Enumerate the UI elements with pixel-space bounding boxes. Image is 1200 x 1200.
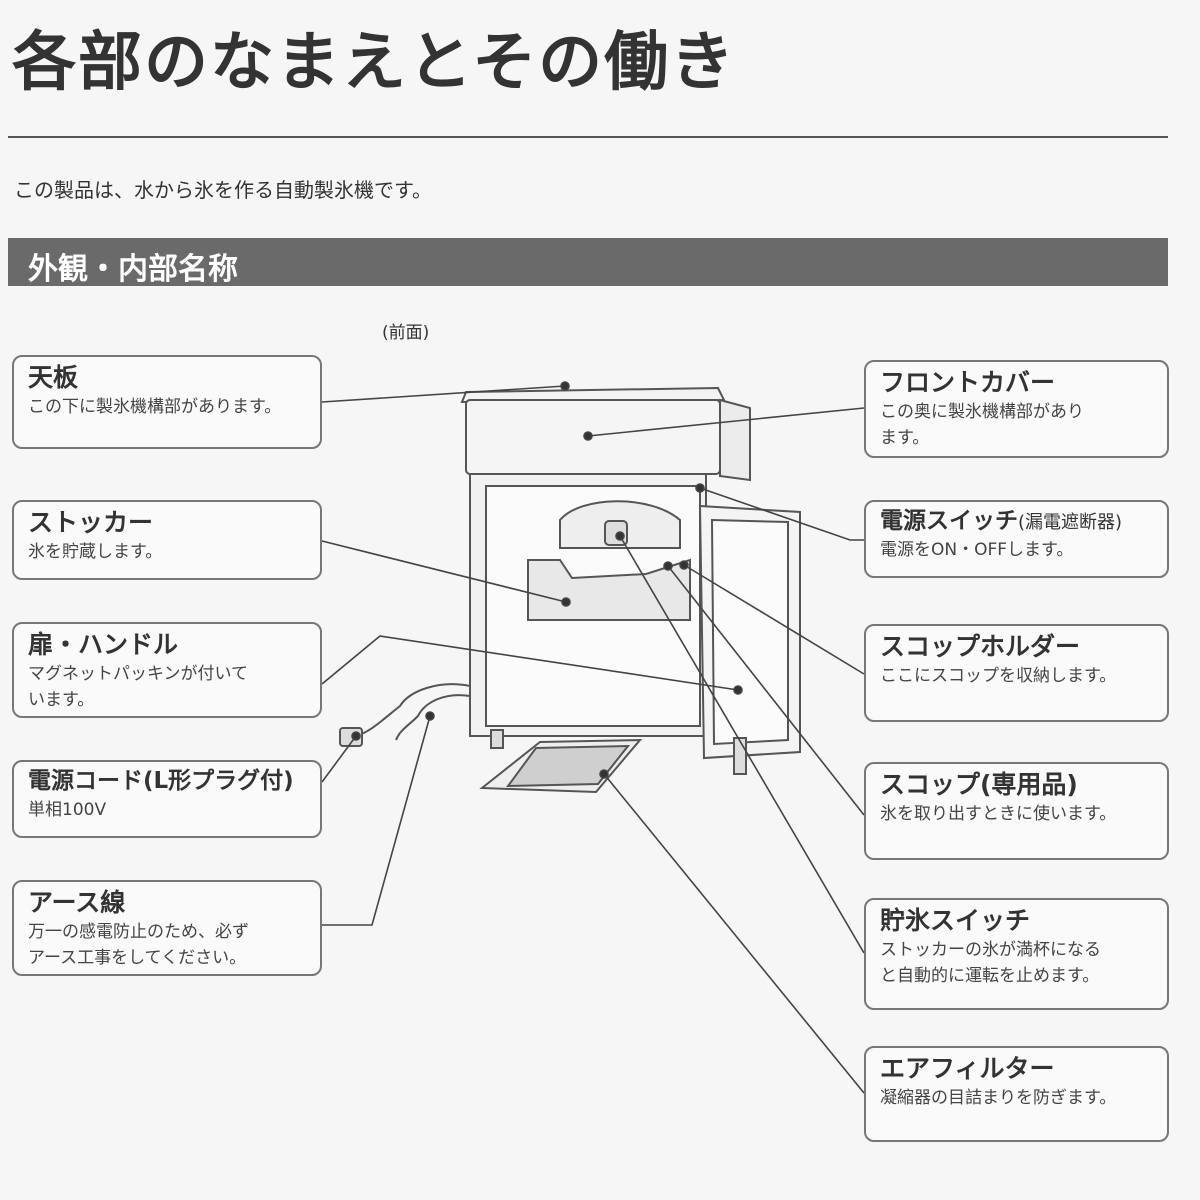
callout-door-handle: 扉・ハンドル マグネットパッキンが付いて います。 xyxy=(12,622,322,718)
power-cord-title: 電源コード(L形プラグ付) xyxy=(28,768,294,794)
open-door xyxy=(698,504,801,760)
ground-wire-desc: 万一の感電防止のため、必ず アース工事をしてください。 xyxy=(28,922,249,968)
callout-top-plate: 天板 この下に製氷機構部があります。 xyxy=(12,355,322,449)
foot-left xyxy=(490,729,504,749)
page-title: 各部のなまえとその働き xyxy=(12,26,737,100)
top-plate-desc: この下に製氷機構部があります。 xyxy=(28,397,282,417)
storage-switch-title: 貯氷スイッチ xyxy=(880,906,1031,935)
ground-wire-title: アース線 xyxy=(28,888,126,917)
power-switch-desc: 電源をON・OFFします。 xyxy=(880,539,1074,560)
section-title: 外観・内部名称 xyxy=(28,252,238,287)
foot-right xyxy=(733,737,747,775)
callout-front-cover: フロントカバー この奥に製氷機構部があり ます。 xyxy=(864,360,1169,458)
air-filter-part xyxy=(479,738,643,794)
cabinet-side xyxy=(719,398,751,482)
scoop-holder-title: スコップホルダー xyxy=(880,632,1081,661)
scoop-holder-desc: ここにスコップを収納します。 xyxy=(880,666,1117,686)
plug-part xyxy=(339,727,363,747)
callout-power-cord: 電源コード(L形プラグ付) 単相100V xyxy=(12,760,322,838)
callout-scoop-holder: スコップホルダー ここにスコップを収納します。 xyxy=(864,624,1169,722)
scoop-title: スコップ(専用品) xyxy=(880,770,1078,799)
ice-mechanism xyxy=(559,500,681,549)
power-cord-desc: 単相100V xyxy=(28,799,107,820)
view-label: (前面) xyxy=(382,323,430,343)
stocker-desc: 氷を貯蔵します。 xyxy=(28,542,163,562)
storage-switch-part xyxy=(604,520,628,546)
callout-air-filter: エアフィルター 凝縮器の目詰まりを防ぎます。 xyxy=(864,1046,1169,1142)
front-cover-panel xyxy=(465,399,721,475)
power-cord-part xyxy=(355,683,471,737)
power-switch-title: 電源スイッチ xyxy=(880,508,1018,534)
front-cover-title: フロントカバー xyxy=(880,368,1056,397)
stocker-bin xyxy=(527,558,691,621)
air-filter-title: エアフィルター xyxy=(880,1054,1055,1083)
stocker-opening xyxy=(485,485,701,727)
callout-scoop: スコップ(専用品) 氷を取り出すときに使います。 xyxy=(864,762,1169,860)
front-cover-desc: この奥に製氷機構部があり ます。 xyxy=(880,402,1084,448)
cabinet-top xyxy=(460,386,726,404)
top-plate-title: 天板 xyxy=(28,363,79,392)
callout-stocker: ストッカー 氷を貯蔵します。 xyxy=(12,500,322,580)
title-divider xyxy=(8,136,1168,138)
section-header: 外観・内部名称 xyxy=(8,238,1168,287)
storage-switch-desc: ストッカーの氷が満杯になる と自動的に運転を止めます。 xyxy=(880,940,1101,986)
callout-power-switch: 電源スイッチ(漏電遮断器) 電源をON・OFFします。 xyxy=(864,500,1169,578)
scoop-desc: 氷を取り出すときに使います。 xyxy=(880,804,1117,824)
power-switch-title-sub: (漏電遮断器) xyxy=(1018,512,1123,533)
stocker-title: ストッカー xyxy=(28,508,154,537)
cabinet-body xyxy=(469,473,707,737)
door-handle-desc: マグネットパッキンが付いて います。 xyxy=(28,664,248,710)
callout-ground-wire: アース線 万一の感電防止のため、必ず アース工事をしてください。 xyxy=(12,880,322,976)
door-handle-title: 扉・ハンドル xyxy=(28,630,179,659)
callout-storage-switch: 貯氷スイッチ ストッカーの氷が満杯になる と自動的に運転を止めます。 xyxy=(864,898,1169,1010)
intro-text: この製品は、水から氷を作る自動製氷機です。 xyxy=(14,178,432,202)
power-switch-title-row: 電源スイッチ(漏電遮断器) xyxy=(880,508,1157,536)
air-filter-desc: 凝縮器の目詰まりを防ぎます。 xyxy=(880,1088,1117,1108)
